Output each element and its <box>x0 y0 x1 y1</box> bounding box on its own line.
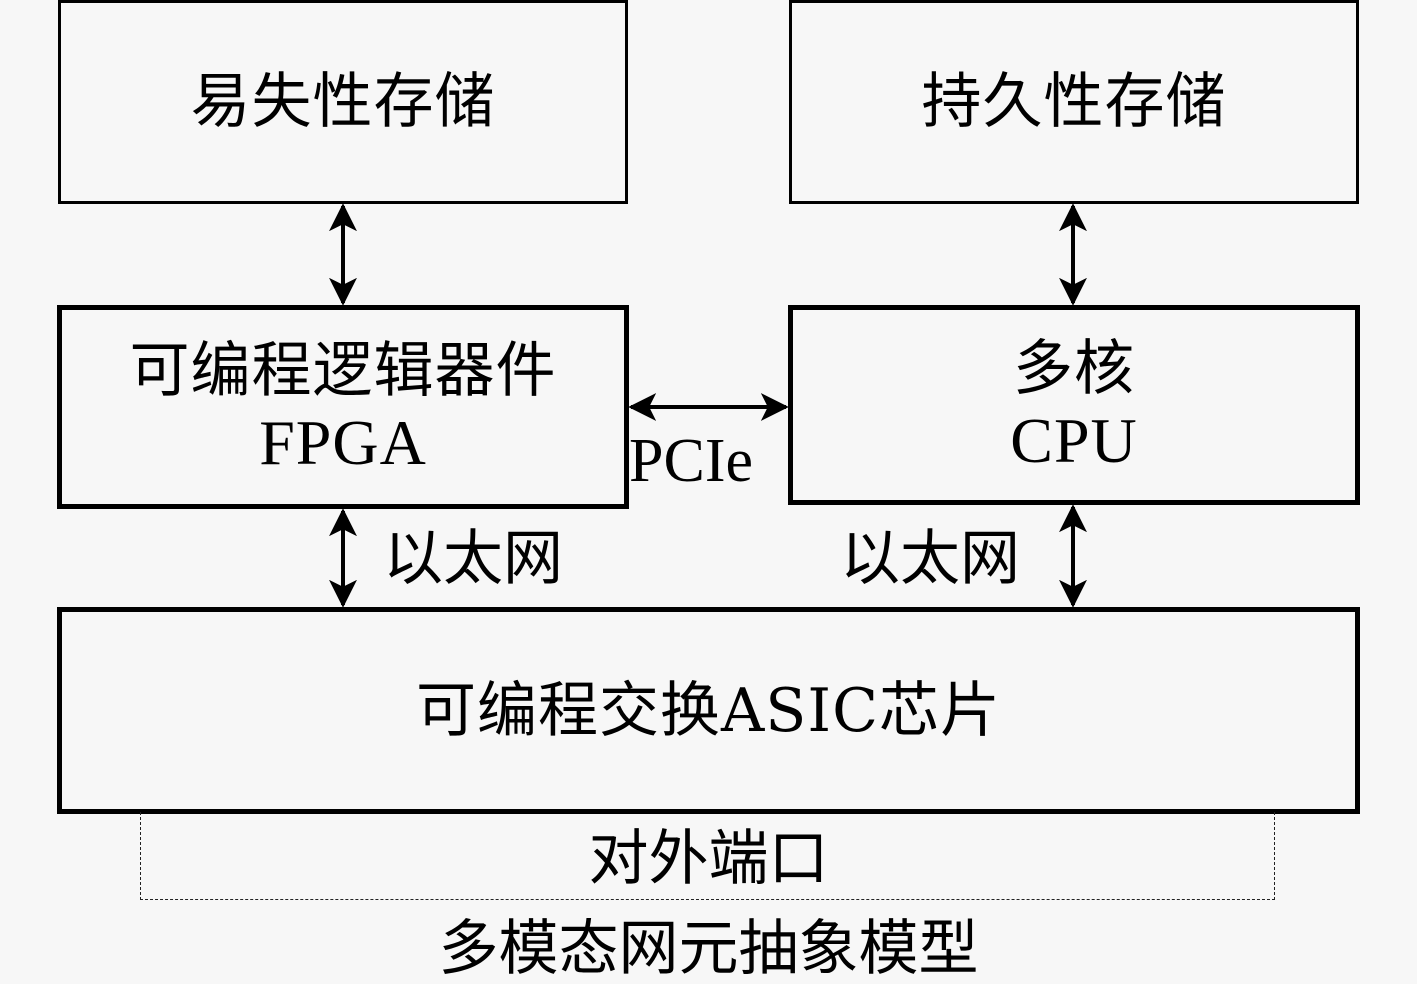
fpga-block: 可编程逻辑器件 FPGA <box>57 305 629 509</box>
cpu-label: 多核 <box>1013 334 1135 404</box>
volatile-storage-block: 易失性存储 <box>58 0 628 204</box>
fpga-asic-link-label: 以太网 <box>383 524 563 594</box>
volatile-storage-label: 易失性存储 <box>190 67 496 137</box>
external-ports-label: 对外端口 <box>588 824 829 894</box>
external-ports-region <box>140 812 1275 900</box>
diagram-title: 多模态网元抽象模型 <box>438 914 979 984</box>
asic-block: 可编程交换ASIC芯片 <box>57 607 1360 814</box>
fpga-sublabel: FPGA <box>259 407 427 478</box>
asic-label: 可编程交换ASIC芯片 <box>415 675 1002 746</box>
pcie-link-label: PCIe <box>629 427 753 495</box>
persistent-storage-label: 持久性存储 <box>921 67 1227 137</box>
cpu-sublabel: CPU <box>1010 405 1138 476</box>
cpu-asic-link-label: 以太网 <box>840 524 1020 594</box>
cpu-block: 多核 CPU <box>788 305 1360 505</box>
persistent-storage-block: 持久性存储 <box>789 0 1359 204</box>
fpga-label: 可编程逻辑器件 <box>129 336 557 406</box>
